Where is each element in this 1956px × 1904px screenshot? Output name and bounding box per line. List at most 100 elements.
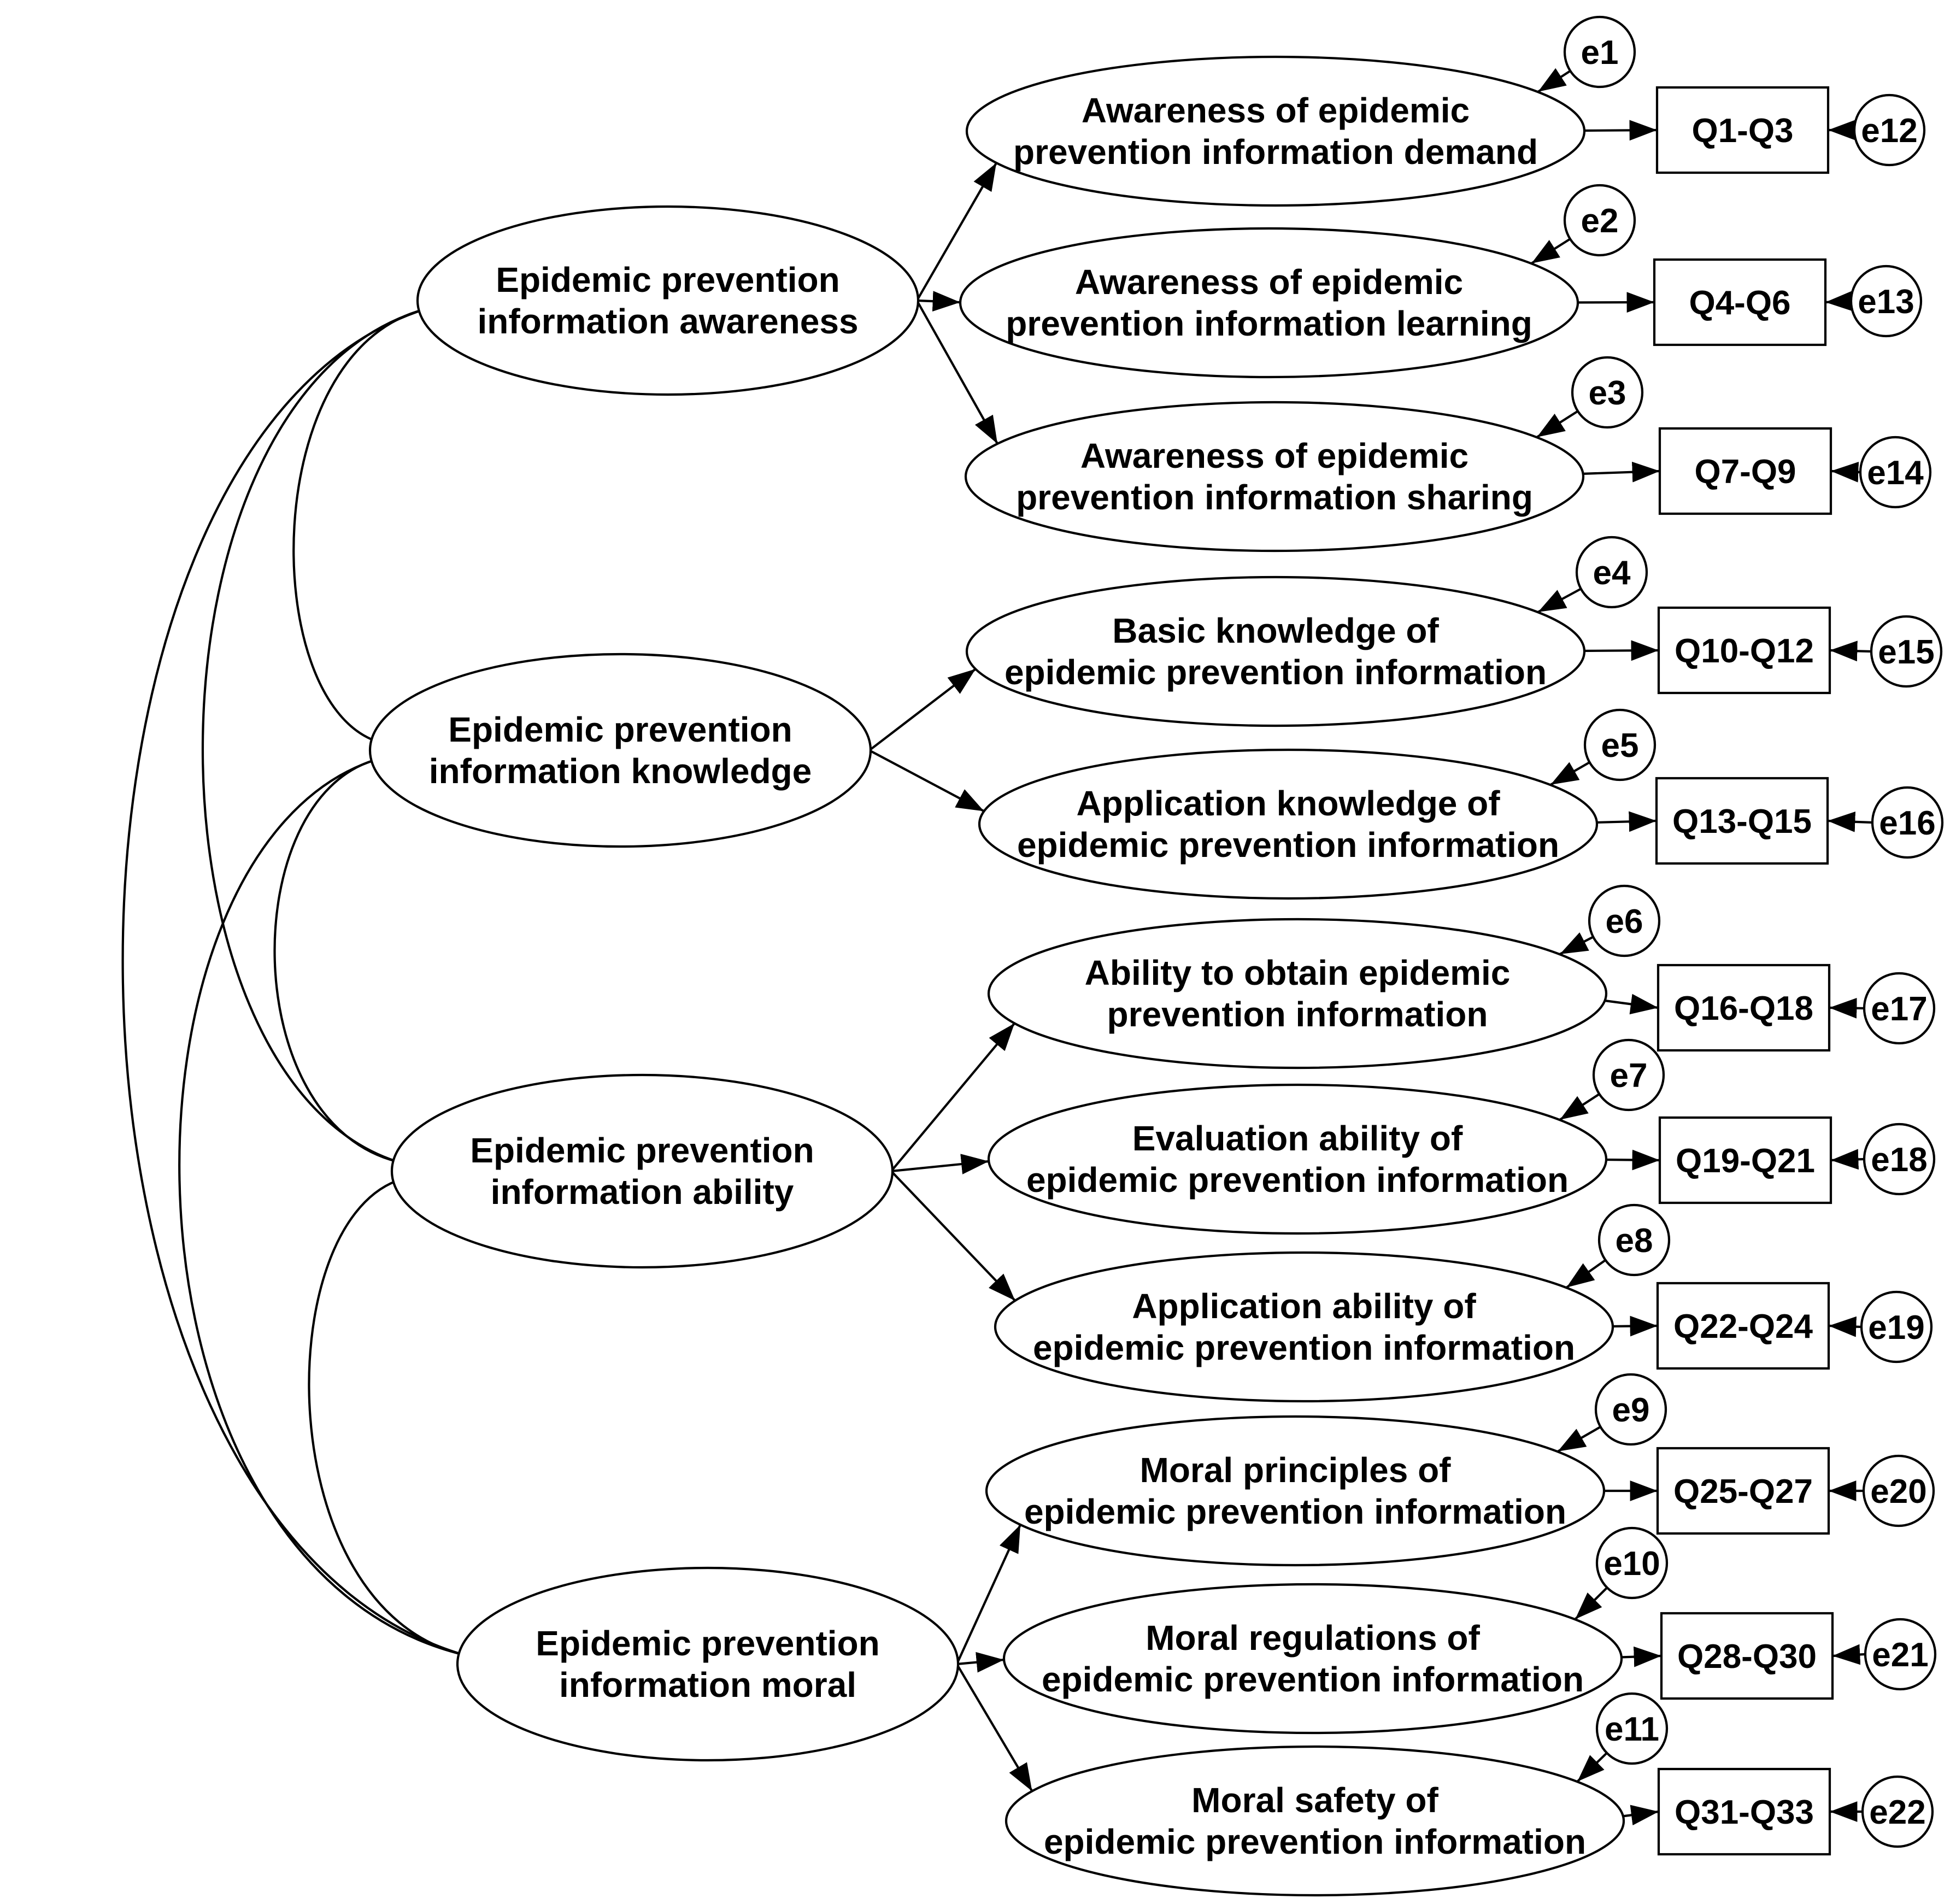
- item-label: Q19-Q21: [1676, 1142, 1815, 1180]
- regulations-label-line: epidemic prevention information: [1042, 1660, 1584, 1699]
- item-rect: [1658, 427, 1832, 515]
- loading-arrow-safety: [955, 1663, 1033, 1792]
- error-circle: [1871, 786, 1944, 859]
- error-arrow-e6: [1559, 932, 1594, 955]
- error-circle: [1859, 436, 1932, 509]
- error-label: e15: [1878, 633, 1934, 671]
- loading-arrow-regulations: [956, 1652, 1005, 1673]
- item-label: Q13-Q15: [1672, 803, 1812, 841]
- error-label: e14: [1867, 454, 1924, 492]
- demand-label-line: prevention information demand: [1013, 132, 1538, 172]
- obtain-ellipse: [987, 918, 1608, 1069]
- item-box-Q28-Q30: Q28-Q30: [1660, 1612, 1834, 1700]
- item-box-Q7-Q9: Q7-Q9: [1658, 427, 1832, 515]
- item-label: Q31-Q33: [1675, 1794, 1814, 1831]
- knowledge-ellipse: [368, 653, 872, 848]
- appability-label-line: epidemic prevention information: [1033, 1328, 1575, 1367]
- regulations-label-line: Moral regulations of: [1146, 1618, 1480, 1658]
- e22-error-term: e22: [1861, 1775, 1934, 1848]
- error-label: e22: [1869, 1794, 1925, 1831]
- e15-error-term: e15: [1870, 615, 1943, 688]
- edge-layer: [121, 68, 1873, 1826]
- error-label: e6: [1606, 903, 1643, 941]
- error-label: e20: [1870, 1473, 1926, 1511]
- error-label: e8: [1616, 1222, 1653, 1260]
- evaluation-label-line: Evaluation ability of: [1132, 1119, 1463, 1158]
- error-label: e4: [1593, 554, 1631, 592]
- error-label: e19: [1868, 1309, 1924, 1347]
- e11-error-term: e11: [1595, 1692, 1669, 1765]
- error-circle: [1861, 1775, 1934, 1848]
- item-rect: [1655, 86, 1830, 174]
- item-box-Q13-Q15: Q13-Q15: [1655, 777, 1829, 865]
- error-label: e17: [1871, 990, 1927, 1028]
- demand-label-line: Awareness of epidemic: [1082, 91, 1470, 130]
- e14-error-term: e14: [1859, 436, 1932, 509]
- item-label: Q10-Q12: [1675, 632, 1814, 670]
- correlation-arc-awareness-ability: [201, 309, 423, 1163]
- error-circle: [1849, 265, 1923, 338]
- learning-label-line: Awareness of epidemic: [1075, 262, 1463, 302]
- error-arrow-e4: [1537, 587, 1582, 613]
- loading-arrow-appknow: [868, 749, 985, 813]
- error-arrow-e3: [1536, 410, 1579, 438]
- error-label: e13: [1858, 283, 1914, 321]
- item-arrow-Q1-Q3: [1583, 120, 1658, 141]
- evaluation-ellipse: [987, 1083, 1608, 1235]
- correlation-arc-ability-moral: [308, 1179, 463, 1656]
- item-label: Q16-Q18: [1674, 990, 1813, 1027]
- error-arrow-e2: [1531, 238, 1571, 265]
- safety-ellipse: [1005, 1745, 1625, 1897]
- e18-error-term: e18: [1863, 1123, 1936, 1196]
- sharing-ellipse: [964, 401, 1585, 553]
- item-error-arrow-e19: [1828, 1316, 1862, 1337]
- moral-label-line: information moral: [559, 1665, 856, 1705]
- error-circle: [1863, 972, 1936, 1045]
- appknow-ellipse: [978, 748, 1599, 900]
- e9-error-term: e9: [1594, 1373, 1667, 1446]
- moral-ellipse: [456, 1566, 960, 1762]
- loading-arrow-sharing: [915, 299, 998, 444]
- appability-label-line: Application ability of: [1132, 1286, 1476, 1326]
- e7-error-term: e7: [1592, 1038, 1665, 1112]
- error-circle: [1594, 1373, 1667, 1446]
- error-circle: [1860, 1290, 1933, 1364]
- error-label: e11: [1605, 1711, 1659, 1748]
- item-rect: [1656, 1447, 1830, 1535]
- item-arrow-Q28-Q30: [1620, 1646, 1662, 1667]
- principles-label-line: epidemic prevention information: [1024, 1492, 1566, 1531]
- item-arrow-Q7-Q9: [1582, 461, 1660, 483]
- error-circle: [1862, 1454, 1935, 1527]
- item-arrow-Q4-Q6: [1576, 292, 1655, 313]
- loading-arrow-obtain: [890, 1022, 1015, 1172]
- basic-ellipse: [965, 575, 1586, 727]
- safety-label-line: Moral safety of: [1191, 1780, 1438, 1820]
- error-circle: [1853, 93, 1926, 167]
- e16-error-term: e16: [1871, 786, 1944, 859]
- item-error-arrow-e14: [1830, 461, 1861, 483]
- regulations-ellipse: [1002, 1583, 1623, 1735]
- e5-error-term: e5: [1583, 708, 1657, 781]
- item-rect: [1657, 1767, 1831, 1856]
- item-label: Q7-Q9: [1694, 453, 1796, 491]
- e4-error-term: e4: [1575, 536, 1648, 609]
- principles-label-line: Moral principles of: [1140, 1450, 1452, 1490]
- error-label: e5: [1601, 727, 1639, 765]
- item-error-arrow-e15: [1829, 640, 1872, 662]
- appknow-label-line: Application knowledge of: [1076, 784, 1500, 823]
- item-box-Q22-Q24: Q22-Q24: [1656, 1282, 1830, 1370]
- error-circle: [1597, 1203, 1671, 1277]
- item-rect: [1656, 1282, 1830, 1370]
- error-circle: [1588, 884, 1661, 957]
- sharing-label-line: Awareness of epidemic: [1080, 436, 1469, 475]
- item-label: Q22-Q24: [1673, 1308, 1813, 1345]
- e2-error-term: e2: [1563, 184, 1636, 257]
- ability-label-line: Epidemic prevention: [470, 1131, 814, 1170]
- error-label: e10: [1603, 1545, 1660, 1583]
- awareness-label-line: Epidemic prevention: [496, 260, 839, 299]
